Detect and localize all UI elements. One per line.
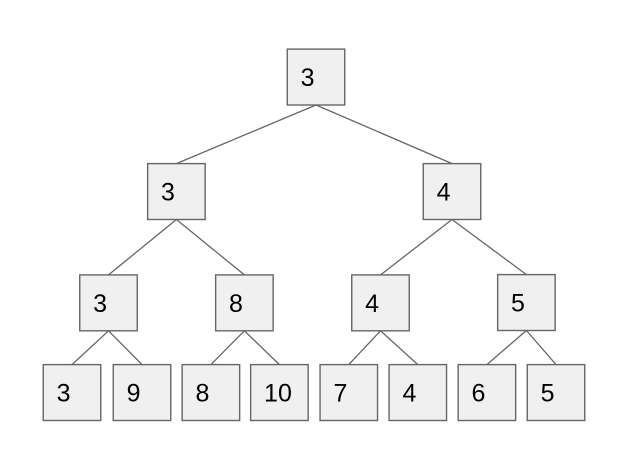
svg-text:10: 10 [264,380,292,408]
svg-text:3: 3 [93,290,107,318]
svg-text:5: 5 [541,380,555,408]
svg-text:3: 3 [57,380,71,408]
svg-text:9: 9 [127,380,141,408]
svg-text:3: 3 [161,179,175,207]
svg-text:4: 4 [437,179,451,207]
svg-text:5: 5 [511,290,525,318]
svg-text:3: 3 [301,64,315,92]
svg-text:7: 7 [333,380,347,408]
svg-text:4: 4 [402,380,416,408]
svg-text:6: 6 [472,380,486,408]
svg-text:8: 8 [229,290,243,318]
svg-text:8: 8 [196,380,210,408]
svg-text:4: 4 [365,290,379,318]
